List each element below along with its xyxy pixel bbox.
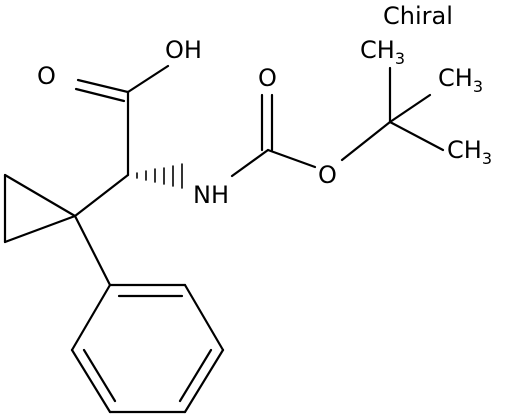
bond-cp-1 [3, 173, 77, 218]
bond-c-oh [126, 64, 170, 94]
bond-ctert-ch3-mid [388, 93, 432, 124]
bond-n-c [230, 148, 270, 178]
bond-calpha-cquat [73, 173, 130, 218]
oh-label: OH [165, 36, 202, 64]
hashed-wedge-bond [136, 163, 183, 189]
ch3-bot-label: CH3 [447, 136, 492, 168]
bond-c-oester [266, 148, 317, 169]
bond-ctert-ch3-bot [388, 120, 445, 152]
o-boc-label: O [258, 64, 277, 92]
o-acid-label: O [37, 62, 56, 90]
bond-c-o-double-b [74, 87, 126, 103]
phenyl-ring [70, 283, 225, 414]
bond-cp-3 [3, 214, 77, 244]
o-ester-label: O [318, 161, 337, 189]
bond-c-o-double-a [76, 78, 130, 94]
nh-label: NH [193, 181, 229, 209]
chiral-label: Chiral [383, 2, 453, 30]
bond-cquat-phenyl [73, 214, 112, 287]
ch3-top-label: CH3 [360, 36, 405, 68]
ch3-mid-label: CH3 [438, 64, 483, 96]
bond-o-ctert [340, 120, 392, 162]
